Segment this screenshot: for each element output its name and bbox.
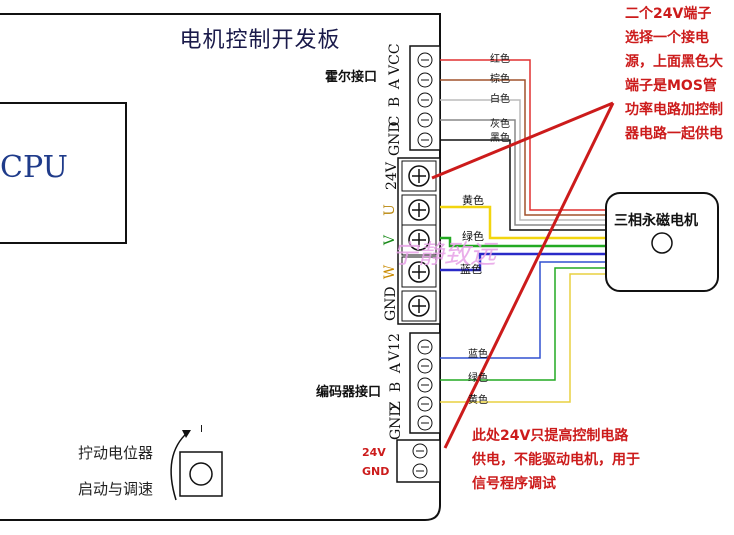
encoder-connector-label: 编码器接口 — [316, 385, 382, 400]
power-pin-24v: 24V — [384, 162, 400, 190]
potentiometer-dial-mark: I — [200, 424, 203, 435]
potentiometer-knob[interactable] — [189, 462, 213, 486]
hall-wire-brown-label: 棕色 — [490, 74, 510, 85]
phase-wire-yellow-label: 黄色 — [462, 194, 484, 207]
top-right-note: 二个24V端子选择一个接电源，上面黑色大端子是MOS管功率电路加控制器电路一起供… — [625, 6, 723, 142]
potentiometer-label-line1: 拧动电位器 — [78, 444, 154, 462]
hall-pin-gnd: GND — [387, 121, 403, 156]
cpu-label: CPU — [0, 150, 68, 185]
small-power-24v-label: 24V — [362, 446, 386, 459]
bottom-note: 此处24V只提高控制电路供电，不能驱动电机，用于信号程序调试 — [472, 428, 640, 492]
phase-wire-green-label: 绿色 — [462, 230, 484, 243]
hall-pin-b: B — [387, 96, 403, 108]
encoder-pin-a: A — [388, 362, 404, 374]
board-outline — [0, 13, 441, 521]
rotation-arrow-icon — [170, 431, 189, 501]
hall-connector-label: 霍尔接口 — [325, 70, 378, 85]
hall-wires — [440, 59, 610, 231]
note-arrows — [431, 101, 615, 449]
power-terminal-screws — [401, 160, 437, 322]
potentiometer-label-line2: 启动与调速 — [78, 480, 154, 498]
small-power-gnd-label: GND — [362, 465, 390, 478]
encoder-pin-gnd: GND — [388, 405, 404, 440]
rotation-arrowhead — [182, 430, 191, 438]
encoder-connector-screws — [417, 339, 433, 431]
motor-label: 三相永磁电机 — [614, 213, 698, 229]
motor-pin-gnd: GND — [383, 286, 399, 321]
hall-wire-black-label: 黑色 — [490, 133, 510, 144]
encoder-pin-b: B — [388, 381, 404, 393]
watermark: 宁静致远 — [392, 240, 497, 270]
phase-wire-blue-label: 蓝色 — [460, 263, 482, 276]
encoder-wire-yellow-label: 黄色 — [468, 395, 488, 406]
cpu-box — [0, 102, 127, 244]
motor-pin-u: U — [382, 204, 398, 216]
encoder-wire-green-label: 绿色 — [468, 373, 488, 384]
motor-shaft — [651, 232, 673, 254]
hall-pin-a: A — [387, 78, 403, 90]
hall-wire-red-label: 红色 — [490, 54, 510, 65]
small-power-screws — [412, 443, 428, 479]
hall-wire-grey-label: 灰色 — [490, 119, 510, 130]
hall-wire-white-label: 白色 — [490, 94, 510, 105]
hall-connector-screws — [417, 52, 433, 148]
encoder-wire-blue-label: 蓝色 — [468, 349, 488, 360]
hall-pin-vcc: VCC — [387, 43, 403, 75]
board-title: 电机控制开发板 — [179, 28, 341, 53]
phase-wires — [440, 205, 610, 272]
